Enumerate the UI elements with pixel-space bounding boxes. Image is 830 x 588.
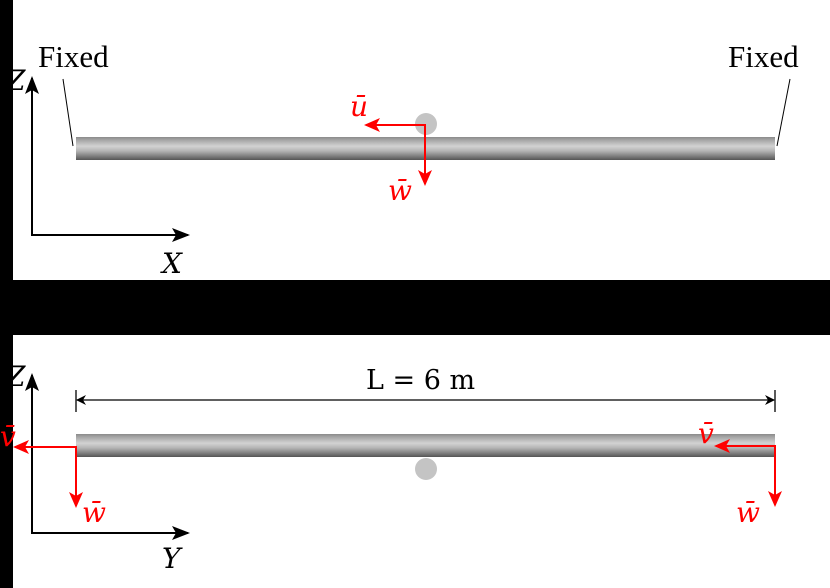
w-displacement-label: w̄ [388, 174, 412, 207]
z-axis-label: Z [5, 360, 26, 393]
left-v-displacement-label: v̄ [0, 420, 16, 453]
y-axis-label: Y [162, 542, 183, 575]
top-panel: Z X Fixed Fixed ū w̄ [5, 0, 830, 280]
right-fixed-label: Fixed [728, 39, 799, 74]
z-axis-label: Z [5, 64, 26, 97]
point-mass [415, 458, 437, 480]
bottom-axes: Z Y [5, 360, 190, 575]
left-fixed-leader [62, 78, 74, 147]
left-fixed-label: Fixed [38, 39, 109, 74]
x-axis-label: X [160, 247, 183, 280]
right-v-displacement-label: v̄ [698, 417, 714, 450]
length-label: L = 6 m [366, 365, 475, 396]
bottom-panel: Z Y L = 6 m v̄ w̄ v̄ w̄ [0, 335, 830, 588]
right-w-displacement-label: w̄ [736, 496, 760, 529]
right-fixed-leader [776, 78, 791, 147]
u-displacement-label: ū [350, 90, 368, 123]
beam [76, 434, 775, 457]
left-w-displacement-label: w̄ [82, 496, 106, 529]
top-axes: Z X [5, 64, 190, 280]
length-dimension: L = 6 m [75, 365, 776, 412]
